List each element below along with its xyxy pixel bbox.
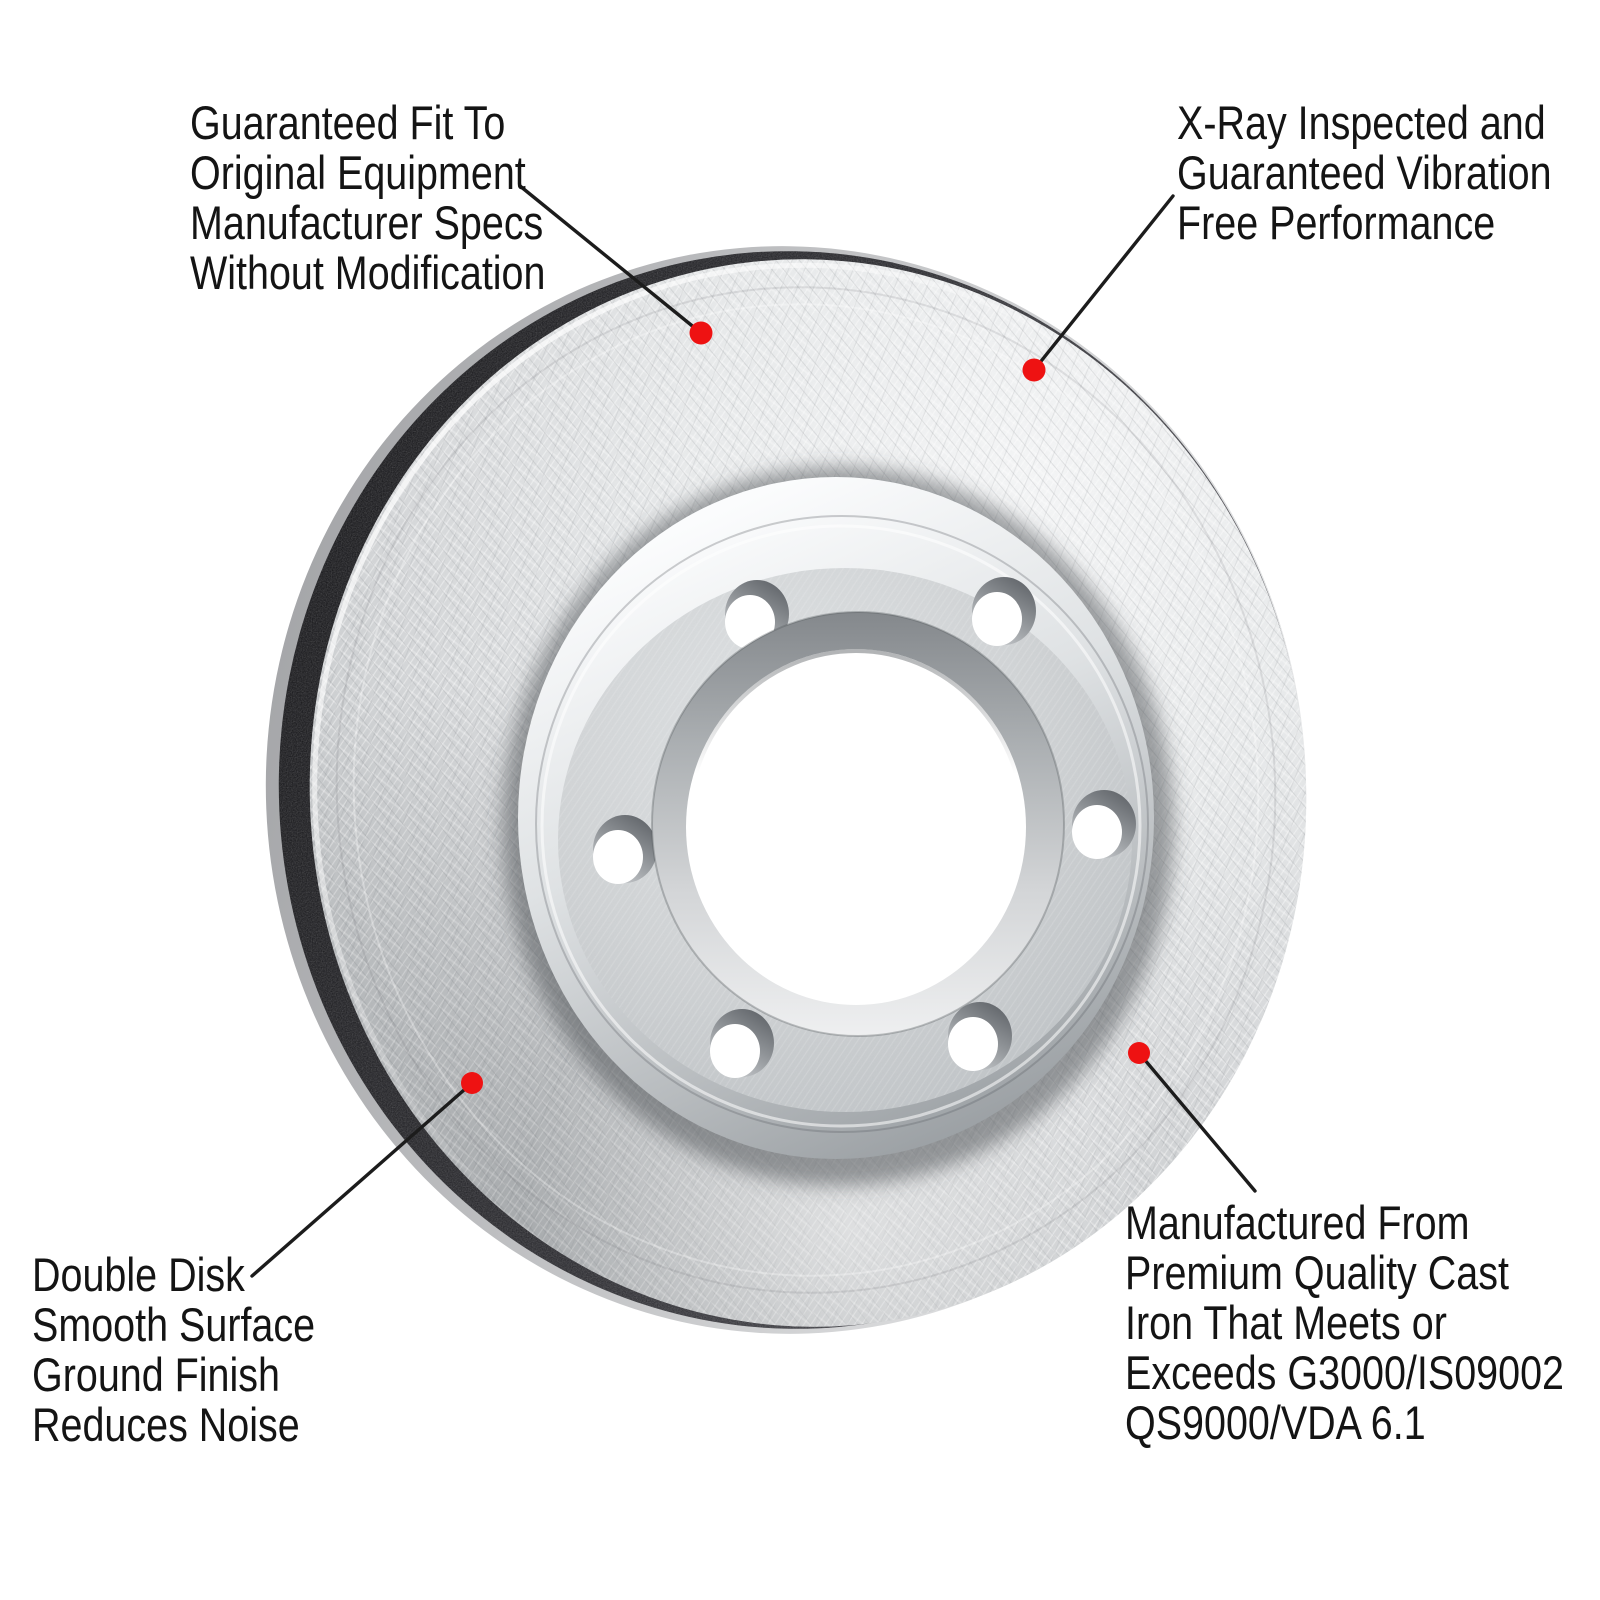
hub-bevel-crest <box>535 515 1149 1133</box>
callout-line: Exceeds G3000/IS09002 <box>1125 1346 1564 1399</box>
callout-leader-line <box>1032 194 1175 372</box>
callout-marker-dot <box>689 321 713 345</box>
callout-line: Ground Finish <box>32 1348 280 1401</box>
callout-line: Smooth Surface <box>32 1298 316 1351</box>
bolt-hole <box>593 815 657 884</box>
callout-xray: X-Ray Inspected and Guaranteed Vibration… <box>1177 98 1552 248</box>
callout-leaders <box>250 184 1257 1278</box>
callout-line: Reduces Noise <box>32 1398 300 1451</box>
callout-line: Manufacturer Specs <box>190 196 544 249</box>
callout-line: QS9000/VDA 6.1 <box>1125 1396 1426 1449</box>
callout-marker-dot <box>1128 1042 1150 1064</box>
callout-line: Iron That Meets or <box>1125 1296 1447 1349</box>
machining-ring <box>335 286 1277 1294</box>
bolt-hole <box>948 1002 1012 1071</box>
callout-leader-line <box>250 1081 474 1278</box>
callout-leader-line <box>1137 1051 1257 1193</box>
center-bore <box>651 611 1065 1037</box>
callout-line: Original Equipment <box>190 146 526 199</box>
callout-line: Without Modification <box>190 246 546 299</box>
callout-leader-line <box>518 184 703 335</box>
callout-smooth-finish: Double Disk Smooth Surface Ground Finish… <box>32 1250 315 1450</box>
bolt-hole <box>710 1009 774 1078</box>
callout-line: Double Disk <box>32 1248 245 1301</box>
callout-marker-dot <box>1022 358 1046 382</box>
callout-line: Free Performance <box>1177 196 1496 249</box>
bolt-holes <box>593 577 1136 1078</box>
bolt-hole <box>972 577 1036 646</box>
callout-line: Manufactured From <box>1125 1196 1470 1249</box>
callout-line: X-Ray Inspected and <box>1177 96 1546 149</box>
callout-cast-iron: Manufactured From Premium Quality Cast I… <box>1125 1198 1564 1448</box>
callout-oe-fit: Guaranteed Fit To Original Equipment Man… <box>190 98 545 298</box>
callout-line: Guaranteed Vibration <box>1177 146 1552 199</box>
callout-line: Guaranteed Fit To <box>190 96 506 149</box>
callout-marker-dot <box>461 1072 483 1094</box>
bolt-hole <box>1072 790 1136 859</box>
callout-line: Premium Quality Cast <box>1125 1246 1509 1299</box>
